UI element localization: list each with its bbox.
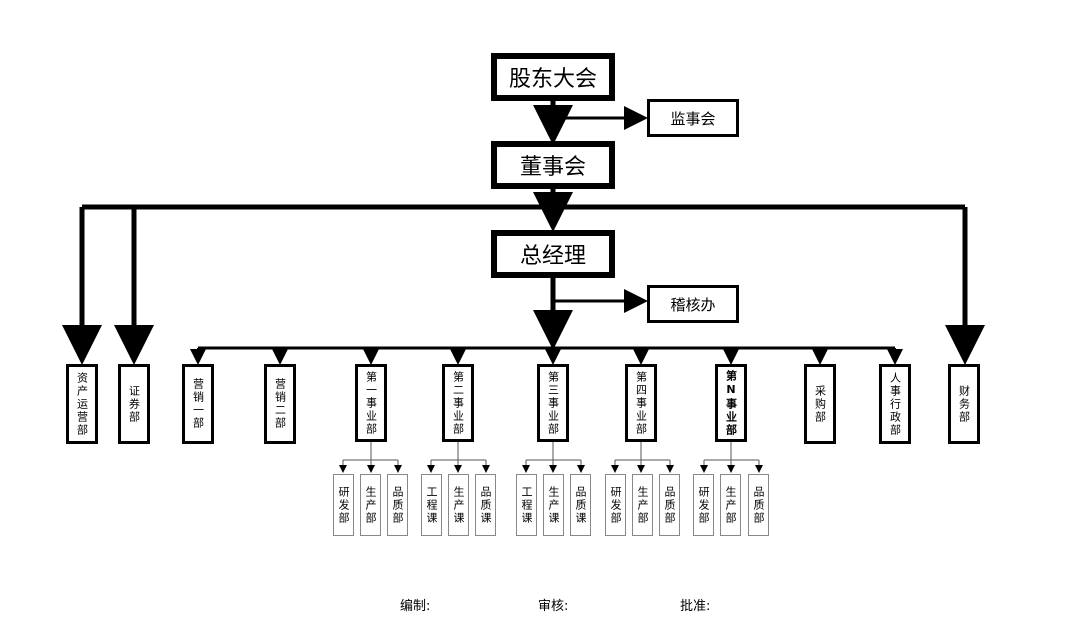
footer-approved-label: 批准: bbox=[680, 599, 711, 614]
node-hr-admin: 人事行政部 bbox=[879, 364, 911, 444]
node-label: 采购部 bbox=[813, 384, 827, 424]
node-label: 资产运营部 bbox=[75, 371, 89, 437]
sub-label: 品质课 bbox=[479, 485, 492, 525]
node-division-4: 第四事业部 bbox=[625, 364, 657, 442]
node-label: 第N事业部 bbox=[724, 369, 738, 437]
sub-label: 品质部 bbox=[391, 485, 404, 525]
sub-label: 研发部 bbox=[697, 485, 710, 525]
node-label: 人事行政部 bbox=[888, 371, 902, 437]
node-label: 第一事业部 bbox=[364, 370, 378, 436]
sub-node: 生产部 bbox=[360, 474, 381, 536]
sub-label: 研发部 bbox=[609, 485, 622, 525]
node-label: 董事会 bbox=[519, 155, 586, 180]
sub-label: 研发部 bbox=[337, 485, 350, 525]
node-label: 营销二部 bbox=[273, 378, 287, 430]
sub-label: 生产课 bbox=[547, 485, 560, 525]
footer-reviewed-label: 审核: bbox=[538, 599, 569, 614]
node-division-n: 第N事业部 bbox=[715, 364, 747, 442]
node-label: 第三事业部 bbox=[546, 370, 560, 436]
sub-label: 品质课 bbox=[574, 485, 587, 525]
node-sales-2: 营销二部 bbox=[264, 364, 296, 444]
node-label: 第二事业部 bbox=[451, 370, 465, 436]
sub-label: 品质部 bbox=[752, 485, 765, 525]
footer-prepared-label: 编制: bbox=[400, 599, 431, 614]
sub-node: 品质课 bbox=[570, 474, 591, 536]
node-label: 第四事业部 bbox=[634, 370, 648, 436]
sub-node: 生产部 bbox=[720, 474, 741, 536]
node-division-2: 第二事业部 bbox=[442, 364, 474, 442]
sub-node: 生产课 bbox=[448, 474, 469, 536]
node-audit-office: 稽核办 bbox=[647, 285, 739, 323]
sub-node: 生产部 bbox=[632, 474, 653, 536]
node-asset-operations: 资产运营部 bbox=[66, 364, 98, 444]
sub-label: 生产部 bbox=[636, 485, 649, 525]
sub-label: 生产课 bbox=[452, 485, 465, 525]
node-label: 稽核办 bbox=[670, 295, 716, 314]
sub-node: 研发部 bbox=[333, 474, 354, 536]
node-finance: 财务部 bbox=[948, 364, 980, 444]
node-sales-1: 营销一部 bbox=[182, 364, 214, 444]
node-supervisors: 监事会 bbox=[647, 99, 739, 137]
node-label: 监事会 bbox=[670, 109, 716, 128]
node-board: 董事会 bbox=[491, 141, 615, 189]
node-label: 股东大会 bbox=[508, 67, 597, 92]
node-label: 财务部 bbox=[957, 384, 971, 424]
node-division-1: 第一事业部 bbox=[355, 364, 387, 442]
sub-label: 工程课 bbox=[520, 485, 533, 525]
sub-label: 品质部 bbox=[663, 485, 676, 525]
sub-node: 工程课 bbox=[516, 474, 537, 536]
sub-label: 生产部 bbox=[724, 485, 737, 525]
sub-node: 工程课 bbox=[421, 474, 442, 536]
sub-node: 研发部 bbox=[605, 474, 626, 536]
sub-label: 工程课 bbox=[425, 485, 438, 525]
sub-node: 研发部 bbox=[693, 474, 714, 536]
node-purchasing: 采购部 bbox=[804, 364, 836, 444]
node-label: 营销一部 bbox=[191, 378, 205, 430]
node-label: 证券部 bbox=[127, 384, 141, 424]
sub-node: 品质部 bbox=[387, 474, 408, 536]
node-shareholders: 股东大会 bbox=[491, 53, 615, 101]
node-label: 总经理 bbox=[519, 244, 586, 269]
node-securities: 证券部 bbox=[118, 364, 150, 444]
sub-node: 品质部 bbox=[659, 474, 680, 536]
sub-node: 品质部 bbox=[748, 474, 769, 536]
sub-label: 生产部 bbox=[364, 485, 377, 525]
sub-node: 品质课 bbox=[475, 474, 496, 536]
node-division-3: 第三事业部 bbox=[537, 364, 569, 442]
node-general-manager: 总经理 bbox=[491, 230, 615, 278]
sub-node: 生产课 bbox=[543, 474, 564, 536]
